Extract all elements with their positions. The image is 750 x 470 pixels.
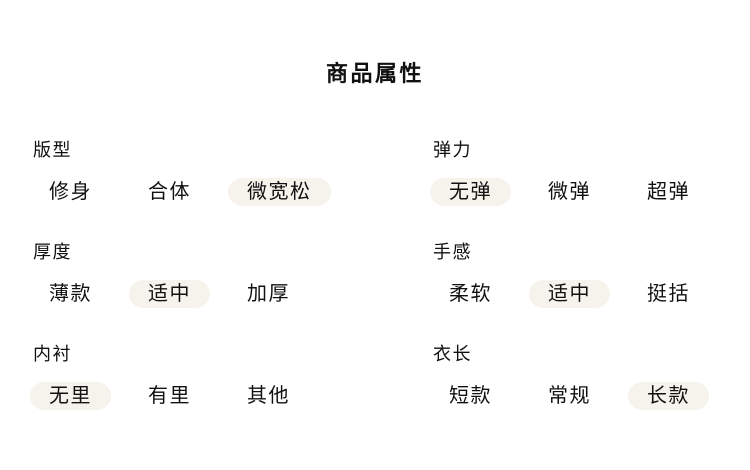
attribute-option-selected[interactable]: 无里 bbox=[30, 382, 111, 410]
attribute-option-selected[interactable]: 长款 bbox=[628, 382, 709, 410]
option-row: 修身合体微宽松 bbox=[30, 178, 430, 206]
attribute-option[interactable]: 有里 bbox=[129, 382, 210, 410]
group-label: 内衬 bbox=[33, 344, 72, 364]
attribute-option[interactable]: 修身 bbox=[30, 178, 111, 206]
attribute-option[interactable]: 常规 bbox=[529, 382, 610, 410]
attribute-option[interactable]: 微弹 bbox=[529, 178, 610, 206]
attribute-group: 弹力无弹微弹超弹 bbox=[430, 139, 750, 206]
page-title: 商品属性 bbox=[325, 61, 424, 86]
attribute-option-selected[interactable]: 无弹 bbox=[430, 178, 511, 206]
option-row: 短款常规长款 bbox=[430, 382, 750, 410]
attribute-option[interactable]: 挺括 bbox=[628, 280, 709, 308]
option-row: 薄款适中加厚 bbox=[30, 280, 430, 308]
group-label: 弹力 bbox=[433, 140, 472, 160]
attribute-option[interactable]: 超弹 bbox=[628, 178, 709, 206]
attribute-groups: 版型修身合体微宽松弹力无弹微弹超弹厚度薄款适中加厚手感柔软适中挺括内衬无里有里其… bbox=[0, 139, 750, 410]
attribute-group: 衣长短款常规长款 bbox=[430, 343, 750, 410]
attribute-group: 版型修身合体微宽松 bbox=[30, 139, 430, 206]
group-label: 厚度 bbox=[33, 242, 72, 262]
group-label: 手感 bbox=[433, 242, 472, 262]
attribute-group: 手感柔软适中挺括 bbox=[430, 241, 750, 308]
attribute-option[interactable]: 短款 bbox=[430, 382, 511, 410]
attribute-option-selected[interactable]: 适中 bbox=[529, 280, 610, 308]
group-label: 衣长 bbox=[433, 344, 472, 364]
attribute-option-selected[interactable]: 适中 bbox=[129, 280, 210, 308]
option-row: 无里有里其他 bbox=[30, 382, 430, 410]
attribute-option[interactable]: 薄款 bbox=[30, 280, 111, 308]
attribute-option[interactable]: 加厚 bbox=[228, 280, 309, 308]
option-row: 柔软适中挺括 bbox=[430, 280, 750, 308]
attribute-option[interactable]: 柔软 bbox=[430, 280, 511, 308]
attribute-option[interactable]: 合体 bbox=[129, 178, 210, 206]
attribute-option-selected[interactable]: 微宽松 bbox=[228, 178, 331, 206]
group-label: 版型 bbox=[33, 140, 72, 160]
attribute-option[interactable]: 其他 bbox=[228, 382, 309, 410]
attribute-group: 厚度薄款适中加厚 bbox=[30, 241, 430, 308]
option-row: 无弹微弹超弹 bbox=[430, 178, 750, 206]
attribute-group: 内衬无里有里其他 bbox=[30, 343, 430, 410]
